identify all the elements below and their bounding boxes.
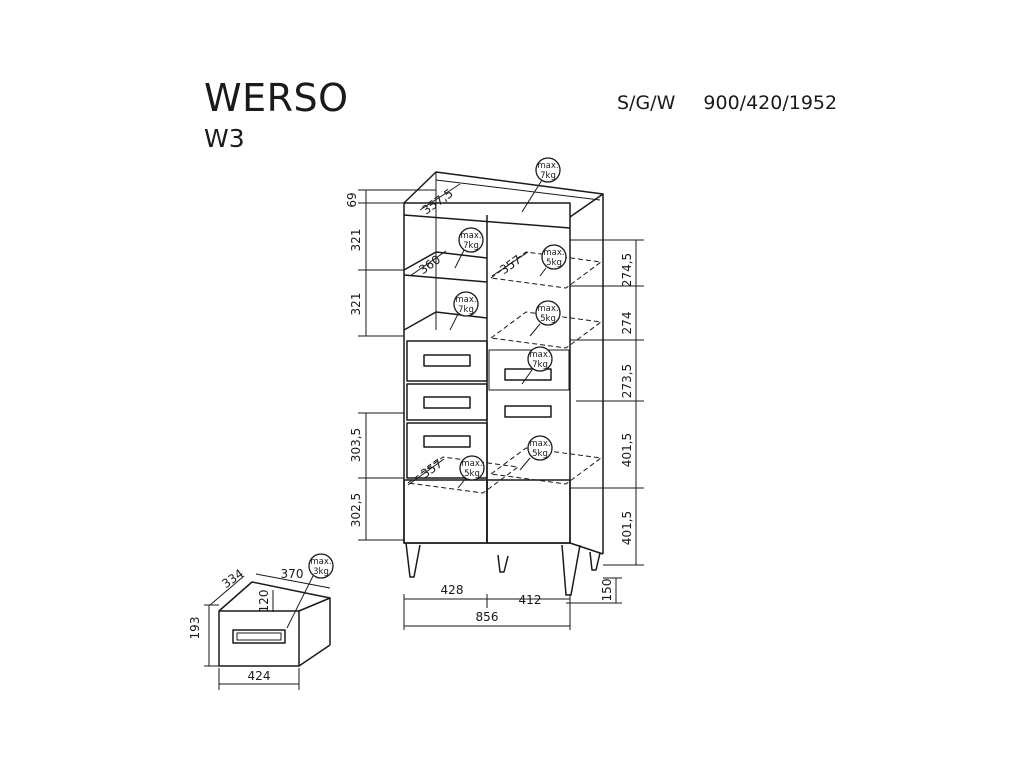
dim-right-gap-5: 401,5 xyxy=(620,511,634,545)
dim-drawer-inner-depth: 370 xyxy=(281,567,304,581)
legs xyxy=(405,542,601,596)
dim-right-gap-3: 273,5 xyxy=(620,364,634,398)
dimension-labels: 69 357,5 321 321 303,5 302,5 360 357 357… xyxy=(188,186,634,683)
dim-right-width: 412 xyxy=(519,593,542,607)
dim-left-gap-1: 321 xyxy=(349,229,363,252)
left-drawers xyxy=(406,340,488,479)
load-left-shelf-1-max: max. xyxy=(460,231,481,241)
product-spec: S/G/W 900/420/1952 xyxy=(617,92,837,114)
load-right-shelf-1-max: max. xyxy=(543,248,564,258)
overall-dimensions: 900/420/1952 xyxy=(703,92,838,114)
dim-drawer-depth: 334 xyxy=(219,566,246,591)
weight-indicators xyxy=(308,157,567,579)
load-drawer-value: 3kg xyxy=(313,567,329,577)
load-top-max: max. xyxy=(537,161,558,171)
dim-left-bottom-gap: 302,5 xyxy=(349,493,363,527)
dim-drawer-inner-height: 120 xyxy=(257,590,271,613)
drawer-detail xyxy=(218,581,331,667)
dim-leg-height: 150 xyxy=(600,579,614,602)
dim-right-gap-1: 274,5 xyxy=(620,253,634,287)
dim-left-gap-2: 321 xyxy=(349,293,363,316)
product-name: WERSO xyxy=(204,76,349,120)
load-left-shelf-2-max: max. xyxy=(455,295,476,305)
load-right-bottom-max: max. xyxy=(529,439,550,449)
load-right-shelf-2-max: max. xyxy=(537,304,558,314)
load-drawer-max: max. xyxy=(310,557,331,567)
weight-labels: max. 7kg max. 7kg max. 5kg max. 7kg max.… xyxy=(310,161,564,577)
dim-right-gap-2: 274 xyxy=(620,312,634,335)
load-right-shelf-1-value: 5kg xyxy=(546,258,562,268)
dim-inner-width: 856 xyxy=(476,610,499,624)
dim-left-drawer-gap: 303,5 xyxy=(349,428,363,462)
dim-top-depth: 357,5 xyxy=(420,186,456,217)
weight-leaders xyxy=(286,179,547,629)
load-left-bottom-value: 5kg xyxy=(464,469,480,479)
right-drawers xyxy=(488,349,570,418)
load-left-shelf-2-value: 7kg xyxy=(458,305,474,315)
dimension-lines xyxy=(204,183,644,690)
load-top-value: 7kg xyxy=(540,171,556,181)
load-right-shelf-2-value: 5kg xyxy=(540,314,556,324)
dim-top-height: 69 xyxy=(345,192,359,207)
cabinet-outline xyxy=(403,171,604,555)
finish-codes: S/G/W xyxy=(617,92,676,114)
hidden-shelves xyxy=(407,251,602,494)
product-model: W3 xyxy=(204,124,245,153)
dim-left-width: 428 xyxy=(441,583,464,597)
load-right-bottom-value: 5kg xyxy=(532,449,548,459)
bottom-doors xyxy=(403,479,571,544)
dim-drawer-width: 424 xyxy=(248,669,271,683)
dim-drawer-height: 193 xyxy=(188,617,202,640)
dim-right-gap-4: 401,5 xyxy=(620,433,634,467)
load-right-drawer-max: max. xyxy=(529,350,550,360)
load-right-drawer-value: 7kg xyxy=(532,360,548,370)
load-left-shelf-1-value: 7kg xyxy=(463,241,479,251)
load-left-bottom-max: max. xyxy=(461,459,482,469)
